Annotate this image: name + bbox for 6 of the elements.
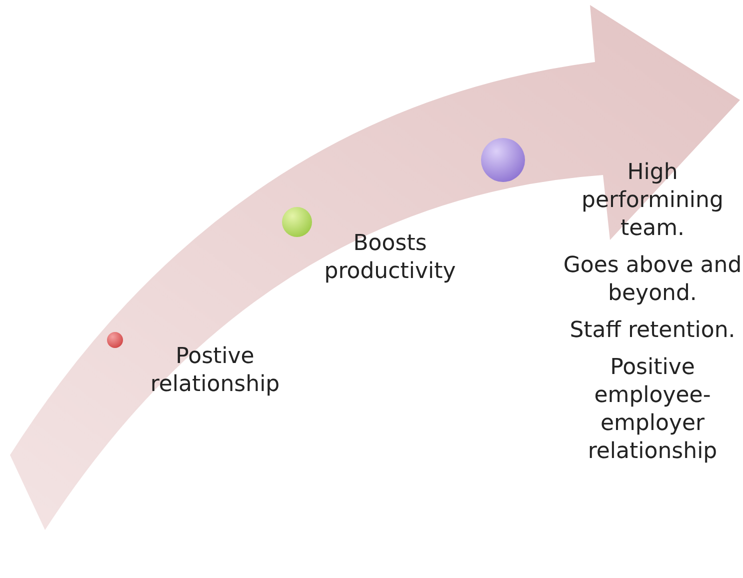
stage-label: High performining team. (580, 159, 724, 243)
stage-label: Postive relationship (149, 343, 281, 399)
stage-label: Staff retention. (570, 317, 736, 345)
stage-label: Boosts productivity (323, 230, 457, 286)
stage-label: Goes above and beyond. (562, 252, 743, 308)
stage-label: Positive employee-employer relationship (586, 354, 718, 466)
